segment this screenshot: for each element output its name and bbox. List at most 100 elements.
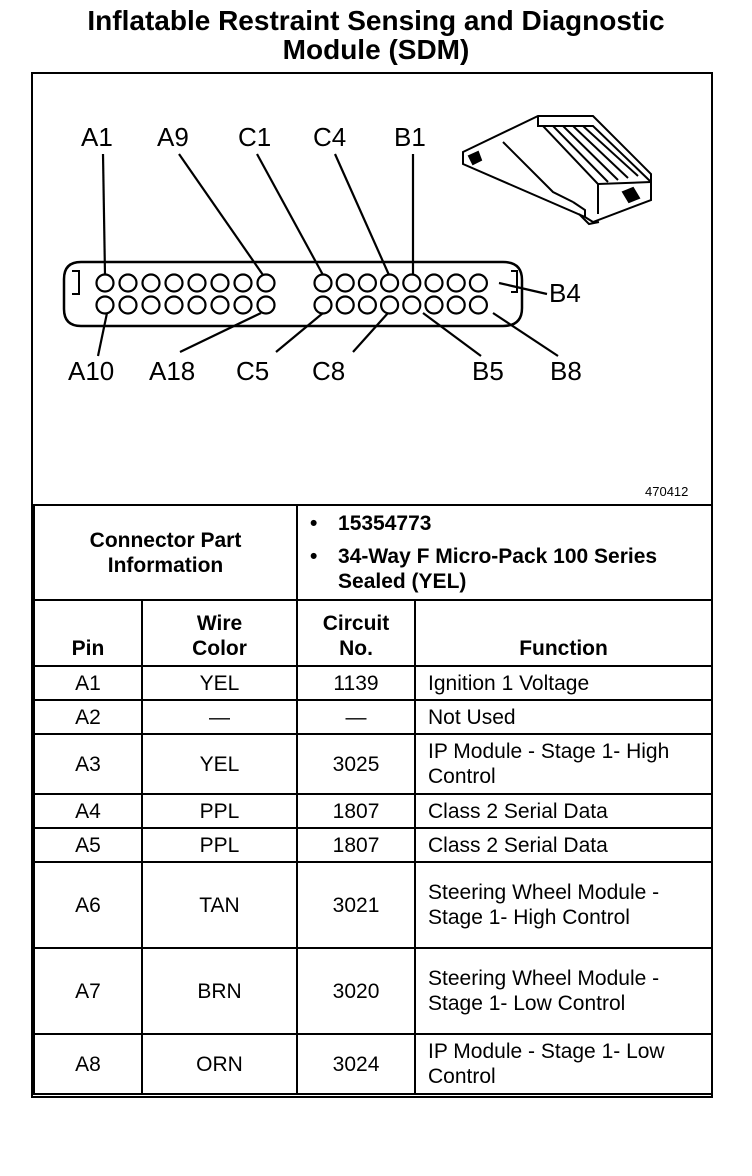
cell-pin: A1 [33,665,143,701]
leader-line [422,312,482,357]
leader-line [179,312,262,353]
cell-function: IP Module - Stage 1- High Control [414,733,714,795]
pin-hole [118,273,138,293]
cell-pin: A6 [33,861,143,949]
header-wire-color: Wire Color [140,599,299,667]
label-A18: A18 [149,356,195,386]
pin-hole [118,295,138,315]
cell-function: Ignition 1 Voltage [414,665,714,701]
label-C5: C5 [236,356,269,386]
connector-info-list: •15354773 •34-Way F Micro-Pack 100 Serie… [296,504,714,601]
pin-hole [424,273,444,293]
connector-info-item: •34-Way F Micro-Pack 100 Series Sealed (… [310,545,658,593]
header-pin: Pin [33,599,143,667]
pin-hole [380,295,400,315]
cell-function: Steering Wheel Module - Stage 1- High Co… [414,861,714,949]
pin-hole [210,273,230,293]
pin-hole [402,273,422,293]
figure-code: 470412 [645,484,688,499]
leader-line [275,312,324,353]
pin-hole [424,295,444,315]
cell-pin: A2 [33,699,143,735]
pin-hole [313,273,333,293]
cell-function: Steering Wheel Module - Stage 1- Low Con… [414,947,714,1035]
leader-line [178,153,264,276]
label-A1: A1 [81,122,113,152]
pin-hole [446,273,466,293]
label-B8: B8 [550,356,582,386]
leader-line [498,281,548,296]
cell-circuit: — [296,699,417,735]
leader-line [492,312,559,357]
pin-hole [187,295,207,315]
pin-hole [141,273,161,293]
leader-line [101,153,107,276]
cell-pin: A4 [33,793,143,829]
cell-circuit: 3024 [296,1033,417,1095]
pin-hole [210,295,230,315]
cell-circuit: 1807 [296,793,417,829]
label-B1: B1 [394,122,426,152]
connector-info-item: •15354773 [310,512,432,535]
page-title: Inflatable Restraint Sensing and Diagnos… [0,6,752,64]
label-C1: C1 [238,122,271,152]
part-number: 15354773 [338,512,432,535]
pin-hole [233,273,253,293]
cell-circuit: 3020 [296,947,417,1035]
cell-circuit: 3021 [296,861,417,949]
cell-function: Class 2 Serial Data [414,793,714,829]
connector-face-drawing: A1 A9 C1 C4 B1 B4 A10 A18 C5 C8 B5 B8 [62,115,688,499]
pin-hole [357,273,377,293]
pin-hole [313,295,333,315]
pin-hole [380,273,400,293]
pin-hole [468,295,488,315]
cell-wire-color: ORN [140,1033,299,1095]
label-A10: A10 [68,356,114,386]
pin-hole [95,273,115,293]
cell-wire-color: TAN [140,861,299,949]
label-B5: B5 [472,356,504,386]
pin-hole [164,295,184,315]
label-C4: C4 [313,122,346,152]
pin-hole [95,295,115,315]
pin-hole [335,273,355,293]
connector-description: 34-Way F Micro-Pack 100 Series Sealed (Y… [338,545,658,593]
connector-info-header: Connector Part Information [32,504,299,601]
cell-circuit: 1807 [296,827,417,863]
cell-wire-color: PPL [140,793,299,829]
pin-holes [95,273,488,315]
header-function: Function [414,599,714,667]
label-A9: A9 [157,122,189,152]
cell-circuit: 1139 [296,665,417,701]
title-line-2: Module (SDM) [282,34,470,65]
cell-wire-color: BRN [140,947,299,1035]
cell-function: IP Module - Stage 1- Low Control [414,1033,714,1095]
pin-hole [256,295,276,315]
pin-hole [233,295,253,315]
title-line-1: Inflatable Restraint Sensing and Diagnos… [87,5,665,36]
connector-key-left [72,270,80,295]
pin-hole [141,295,161,315]
leader-line [333,153,391,276]
cell-circuit: 3025 [296,733,417,795]
cell-pin: A8 [33,1033,143,1095]
leader-lines [96,153,559,357]
connector-illustration [462,115,652,226]
pin-hole [402,295,422,315]
pin-hole [164,273,184,293]
cell-wire-color: YEL [140,665,299,701]
cell-function: Class 2 Serial Data [414,827,714,863]
table-row: A2——Not Used [33,699,714,735]
label-C8: C8 [312,356,345,386]
cell-wire-color: — [140,699,299,735]
pin-hole [468,273,488,293]
leader-line [96,312,109,357]
pin-hole [335,295,355,315]
cell-wire-color: PPL [140,827,299,863]
